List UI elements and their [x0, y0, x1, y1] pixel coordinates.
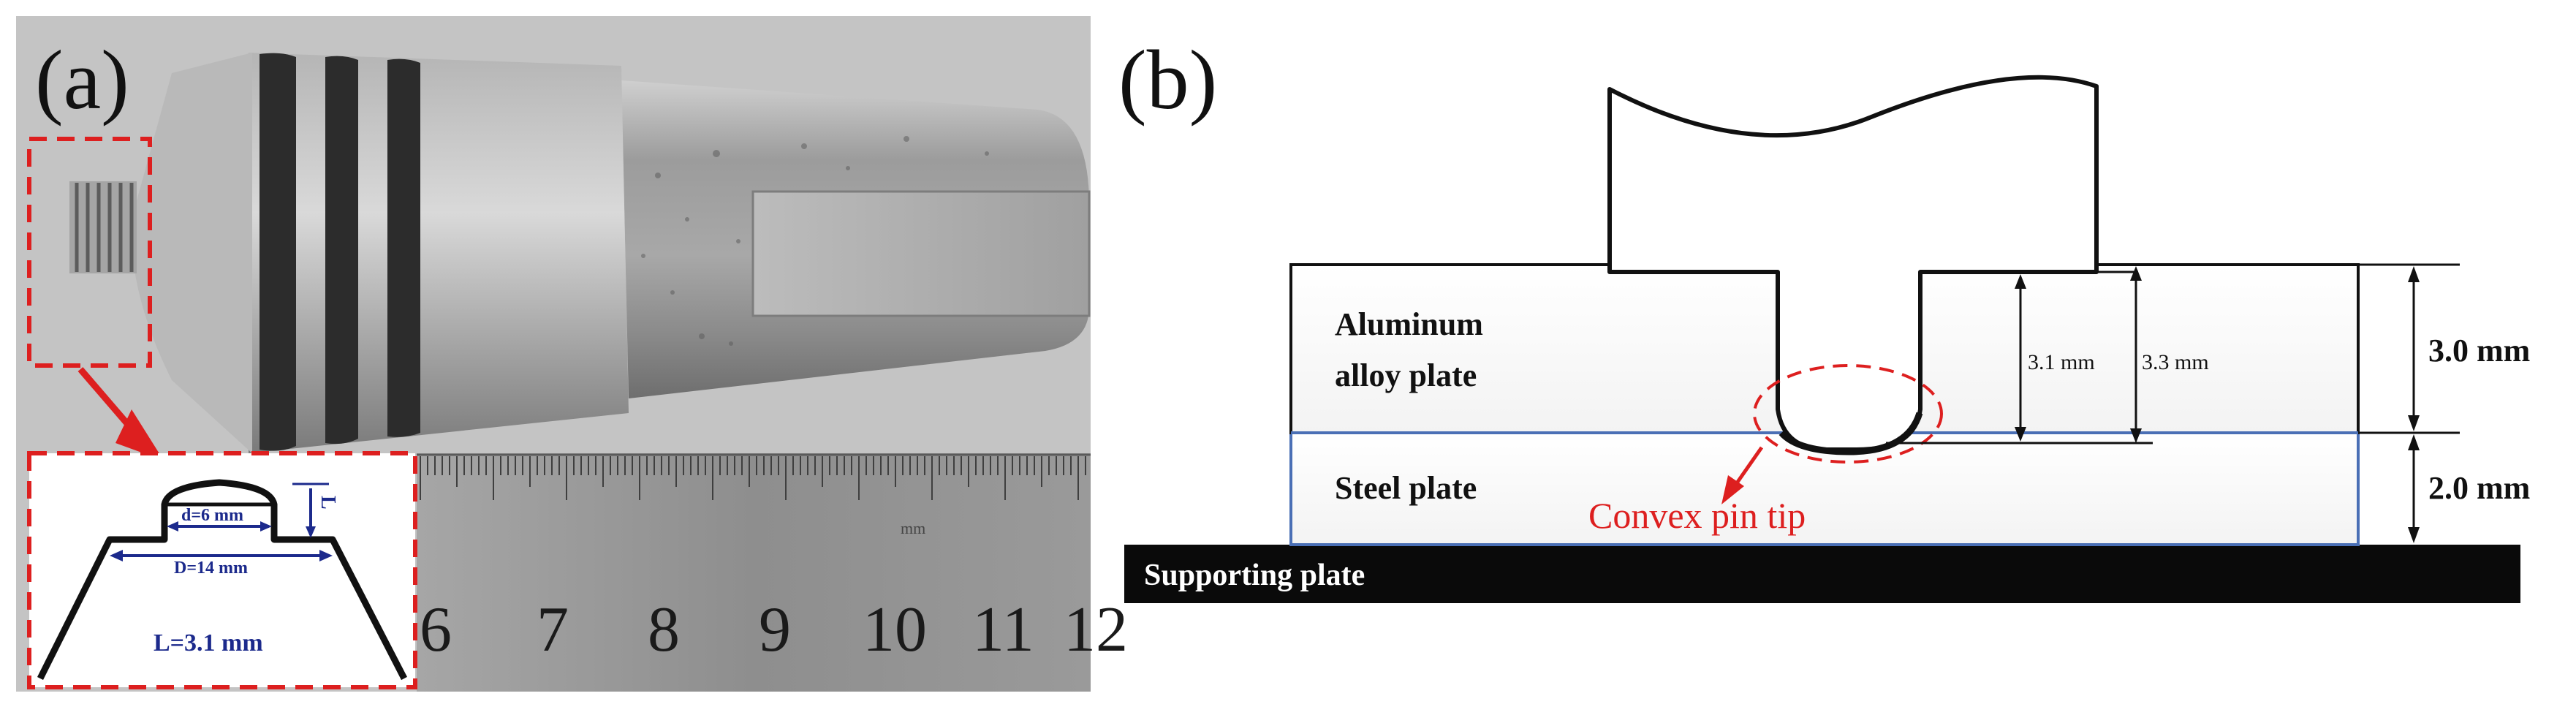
fsw-tool-photo: [69, 53, 1091, 453]
aluminum-label-line1: Aluminum: [1335, 306, 1483, 342]
ruler-numbers: 6 7 8 9 10 11 12: [420, 594, 1128, 665]
pin-tip-label: Convex pin tip: [1588, 495, 1806, 536]
supporting-plate-label: Supporting plate: [1144, 559, 1365, 592]
tool-cone-tip: [131, 53, 252, 453]
pin-length-label: 3.1 mm: [2028, 350, 2095, 374]
panel-a: mm 6 7 8 9 10 11 12: [16, 16, 1128, 692]
pin-tip-arrow-shaft: [1732, 446, 1764, 488]
steel-thickness-label: 2.0 mm: [2428, 470, 2530, 506]
tool-threaded-pin: [69, 181, 137, 273]
pin-depth-label: 3.3 mm: [2142, 350, 2209, 374]
tool-tip-inset: d=6 mm D=14 mm L L=3.1 mm: [27, 451, 417, 689]
convex-pin-tip: [1778, 412, 1923, 455]
pin-tip-highlight: [1753, 364, 1943, 464]
ruler-number: 9: [759, 594, 791, 665]
panel-b-label: (b): [1118, 34, 1217, 127]
panel-b: (b) Supporting plate Aluminum alloy plat…: [1118, 34, 2530, 603]
inset-L-symbol: L: [317, 496, 339, 510]
ruler-number: 8: [648, 594, 680, 665]
tip-highlight-box: [27, 137, 152, 368]
aluminum-thickness-label: 3.0 mm: [2428, 333, 2530, 368]
ruler-number: 12: [1064, 594, 1128, 665]
tool-flat-face: [751, 190, 1091, 317]
inset-arrow-head: [115, 409, 164, 461]
tool-grooves: [260, 53, 420, 451]
tool-shoulder-body: [249, 53, 629, 453]
ruler-unit: mm: [901, 519, 925, 537]
steel-plate: [1289, 431, 2360, 546]
pin-tip-arrow-head: [1721, 475, 1744, 504]
ruler-number: 7: [537, 594, 569, 665]
inset-D-label: D=14 mm: [174, 559, 248, 578]
inset-d-label: d=6 mm: [181, 506, 243, 525]
ruler-ticks: [420, 456, 1086, 500]
tool-surface-speckle: [641, 136, 989, 346]
ruler-number: 11: [972, 594, 1034, 665]
inset-L-value: L=3.1 mm: [154, 629, 263, 657]
ruler-number: 10: [863, 594, 927, 665]
inset-border: [27, 451, 417, 689]
ruler: [417, 453, 1091, 692]
aluminum-label-line2: alloy plate: [1335, 358, 1477, 393]
ruler-number: 6: [420, 594, 452, 665]
panel-a-label: (a): [35, 34, 129, 127]
inset-tool-outline: [37, 479, 407, 681]
steel-label: Steel plate: [1335, 470, 1477, 506]
supporting-plate: [1124, 545, 2520, 603]
